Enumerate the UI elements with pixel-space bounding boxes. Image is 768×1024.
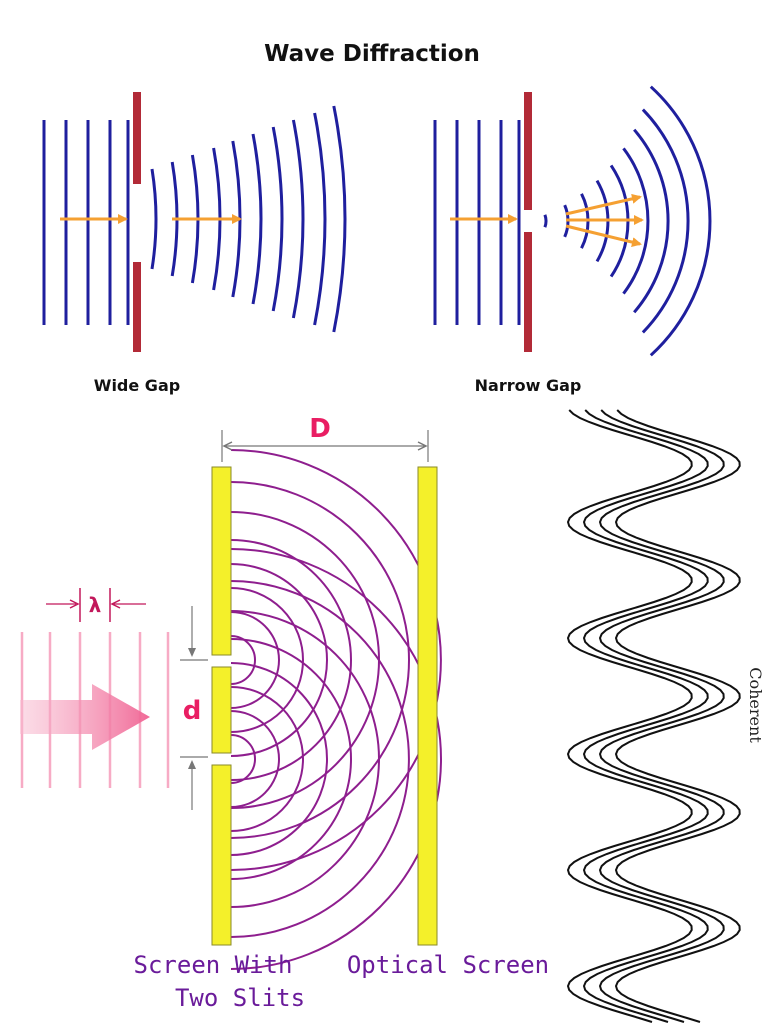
diffracted-wavefront [649, 85, 712, 357]
coherent-wave [598, 409, 725, 1023]
optical-screen [417, 466, 438, 946]
coherent-label: Coherent [746, 667, 765, 743]
interference-arc [230, 548, 442, 970]
narrow-gap-barrier-bottom [524, 232, 532, 352]
interference-arc [230, 611, 280, 709]
diffracted-wavefront [332, 105, 347, 333]
slit-screen-label-line2: Two Slits [175, 984, 305, 1012]
diffracted-wavefront [150, 168, 158, 270]
diffracted-wavefront [622, 147, 650, 295]
interference-arc [230, 481, 410, 839]
narrow-gap-arrow-up [565, 193, 642, 216]
interference-arc [230, 539, 352, 781]
interference-arc [230, 638, 352, 880]
slit-screen-lower [211, 764, 232, 946]
narrow-gap-caption: Narrow Gap [475, 376, 582, 395]
narrow-gap-arrow-down [565, 224, 642, 247]
interference-arc [230, 662, 328, 856]
diffracted-wavefront [251, 133, 263, 305]
diffracted-wavefront [633, 128, 670, 314]
wide-gap-panel: Wide Gap [42, 92, 347, 395]
interference-arc [230, 635, 256, 685]
interference-arc [230, 610, 380, 908]
narrow-gap-incident-wavefronts [433, 120, 521, 325]
slit-screen-middle [211, 666, 232, 754]
diffracted-wavefront [313, 112, 327, 326]
double-slit-panel: λ d D Screen With [20, 414, 549, 1012]
interference-arc [230, 710, 280, 808]
wavelength-label: λ [89, 593, 102, 617]
interference-arc [230, 563, 328, 757]
coherent-wave [566, 409, 693, 1023]
coherent-wave [614, 409, 741, 1023]
wide-gap-incident-wavefronts [42, 120, 130, 325]
diffracted-wavefront [641, 108, 690, 334]
wide-gap-diffracted-wavefronts [150, 105, 347, 333]
wavelength-marker: λ [46, 588, 146, 622]
distance-label: D [309, 414, 331, 444]
slit-separation-label: d [183, 696, 202, 726]
diffracted-wavefront [271, 126, 284, 312]
distance-marker: D [221, 414, 429, 462]
wide-gap-barrier-top [133, 92, 141, 184]
interference-arc [230, 511, 380, 809]
diagram-title: Wave Diffraction [264, 41, 480, 67]
slit-screen-label-line1: Screen With [134, 951, 293, 979]
interference-arcs [230, 449, 442, 970]
diffracted-wavefront [291, 119, 305, 319]
slit-screen-upper [211, 466, 232, 656]
coherent-wave [582, 409, 709, 1023]
interference-arc [230, 686, 304, 832]
coherent-waves [566, 409, 741, 1023]
interference-arc [230, 734, 256, 784]
incident-light-arrow [20, 684, 150, 750]
wide-gap-caption: Wide Gap [94, 376, 180, 395]
interference-arc [230, 580, 410, 938]
interference-arc [230, 449, 442, 871]
narrow-gap-barrier-top [524, 92, 532, 210]
optical-screen-label: Optical Screen [347, 951, 549, 979]
interference-arc [230, 587, 304, 733]
diffracted-wavefront [543, 214, 548, 228]
slit-separation-marker: d [180, 606, 208, 810]
narrow-gap-panel: Narrow Gap [433, 85, 712, 395]
wide-gap-barrier-bottom [133, 262, 141, 352]
